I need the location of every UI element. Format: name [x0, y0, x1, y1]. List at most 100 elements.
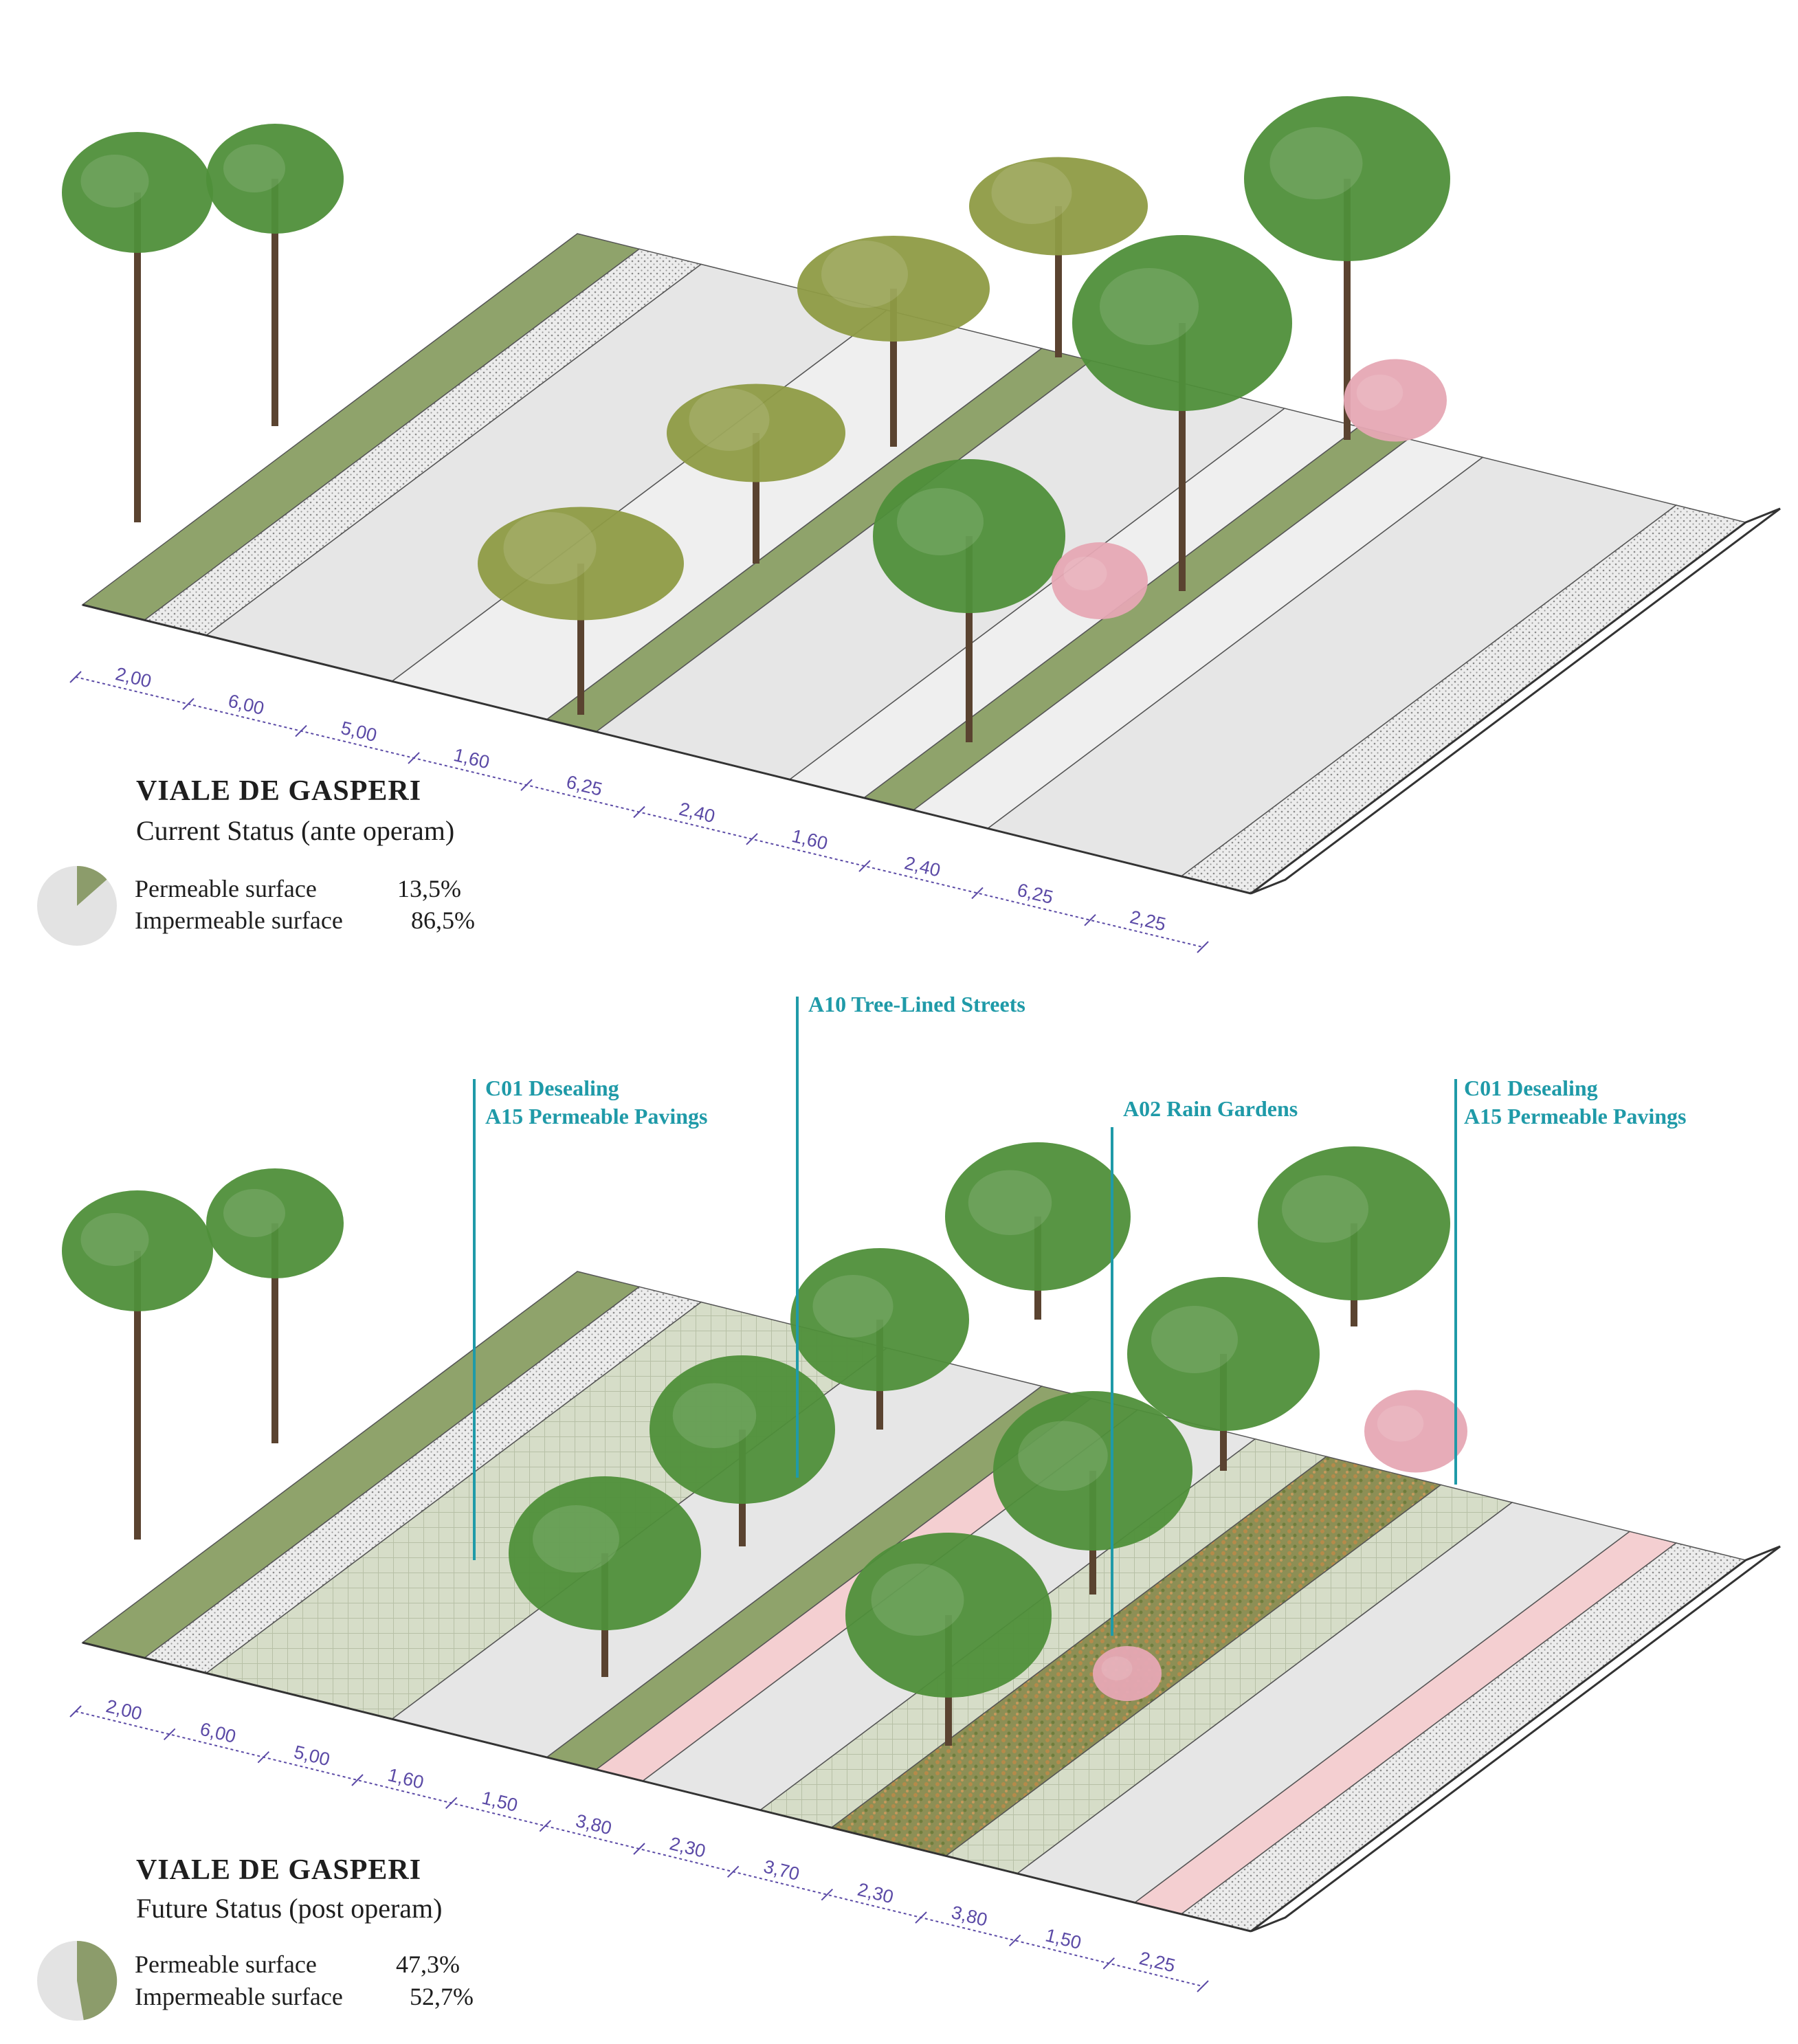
annotation-c01-desealing-right: C01 Desealing	[1464, 1076, 1598, 1100]
tree-crown	[1244, 96, 1450, 261]
tree	[206, 1168, 344, 1443]
tree-crown	[62, 132, 213, 253]
dimension-tick	[539, 1819, 552, 1832]
tree-crown	[1093, 1646, 1162, 1701]
crown-highlight	[991, 162, 1072, 224]
tree-crown	[1364, 1390, 1467, 1473]
annotation-c01-desealing-left: C01 Desealing	[485, 1076, 619, 1100]
tree	[797, 236, 990, 447]
crown-highlight	[1063, 557, 1107, 590]
future-status-panel: A10 Tree-Lined Streets C01 Desealing A15…	[37, 992, 1781, 2021]
annotation-a10-tree-lined-streets: A10 Tree-Lined Streets	[808, 992, 1025, 1017]
tree-crown	[509, 1476, 701, 1630]
crown-highlight	[223, 1189, 285, 1237]
crown-highlight	[1356, 375, 1403, 411]
tree	[667, 384, 845, 564]
flower-shrub	[1364, 1390, 1467, 1473]
future-subtitle: Future Status (post operam)	[136, 1893, 443, 1924]
crown-highlight	[1100, 268, 1199, 345]
tree-crown	[62, 1190, 213, 1311]
dimension-label: 3,70	[762, 1856, 801, 1885]
dimension-tick	[726, 1865, 740, 1878]
current-legend-label-permeable: Permeable surface	[135, 875, 317, 902]
future-legend-value-impermeable: 52,7%	[410, 1983, 474, 2010]
dimension-tick	[408, 752, 420, 764]
crown-highlight	[1377, 1406, 1424, 1442]
crown-highlight	[1101, 1656, 1133, 1680]
current-permeability-pie	[37, 866, 117, 946]
tree	[509, 1476, 701, 1677]
crown-highlight	[80, 155, 149, 208]
trees-future	[62, 1142, 1467, 1746]
tree-trunk	[753, 433, 759, 564]
dimension-tick	[182, 698, 195, 711]
future-legend-value-permeable: 47,3%	[396, 1951, 460, 1978]
trees-current	[62, 96, 1450, 742]
tree-crown	[478, 507, 684, 621]
annotation-leaders	[473, 997, 1457, 1636]
tree-crown	[1258, 1146, 1450, 1300]
tree	[1072, 235, 1292, 591]
tree-crown	[790, 1248, 969, 1391]
dimension-line-current: 2,006,005,001,606,252,401,602,406,252,25	[69, 663, 1209, 953]
tree	[478, 507, 684, 715]
tree-crown	[206, 1168, 344, 1278]
crown-highlight	[223, 144, 285, 192]
crown-highlight	[812, 1275, 894, 1337]
dimension-tick	[163, 1728, 176, 1741]
tree-crown	[1344, 359, 1447, 442]
dimension-tick	[1197, 1980, 1209, 1992]
tree-crown	[206, 124, 344, 234]
crown-highlight	[821, 241, 908, 308]
dimension-tick	[1102, 1957, 1116, 1970]
tree-trunk	[1055, 206, 1062, 357]
tree	[62, 132, 213, 522]
flower-shrub	[1093, 1646, 1162, 1701]
dimension-tick	[915, 1911, 927, 1924]
dimension-tick	[257, 1751, 270, 1764]
dimension-label: 2,25	[1137, 1948, 1177, 1977]
annotation-a15-permeable-pavings-left: A15 Permeable Pavings	[485, 1104, 708, 1129]
tree-trunk	[271, 179, 278, 426]
dimension-tick	[69, 671, 82, 683]
tree-crown	[667, 384, 845, 482]
crown-highlight	[533, 1505, 619, 1573]
future-permeability-pie	[37, 1940, 118, 2021]
dimension-tick	[351, 1774, 364, 1786]
tree-crown	[1052, 542, 1148, 619]
crown-highlight	[689, 388, 770, 451]
tree-crown	[945, 1142, 1131, 1291]
crown-highlight	[1269, 127, 1363, 199]
flower-shrub	[1052, 542, 1148, 619]
tree-crown	[1072, 235, 1292, 411]
tree	[1258, 1146, 1450, 1326]
tree	[1244, 96, 1450, 440]
crown-highlight	[503, 512, 597, 584]
tree	[790, 1248, 969, 1430]
dimension-label: 3,80	[949, 1902, 989, 1931]
tree-crown	[993, 1391, 1192, 1551]
dimension-label: 6,25	[564, 771, 604, 799]
tree-trunk	[577, 564, 584, 715]
crown-highlight	[1151, 1306, 1238, 1373]
current-legend-label-impermeable: Impermeable surface	[135, 907, 343, 934]
tree	[873, 459, 1065, 742]
crown-highlight	[672, 1383, 757, 1448]
dimension-tick	[633, 1843, 645, 1855]
flower-shrub	[1344, 359, 1447, 442]
dimension-tick	[69, 1705, 82, 1718]
tree-crown	[1127, 1277, 1320, 1431]
current-status-panel: 2,006,005,001,606,252,401,602,406,252,25…	[37, 96, 1781, 953]
dimension-tick	[746, 833, 758, 845]
current-title: VIALE DE GASPERI	[136, 775, 421, 807]
dimension-label: 5,00	[292, 1742, 332, 1770]
future-title: VIALE DE GASPERI	[136, 1854, 421, 1886]
tree-trunk	[134, 192, 141, 522]
tree	[206, 124, 344, 426]
pie-permeable-slice	[77, 866, 107, 906]
dimension-tick	[1008, 1934, 1021, 1947]
annotation-a02-rain-gardens: A02 Rain Gardens	[1123, 1096, 1298, 1121]
tree-crown	[845, 1533, 1052, 1698]
tree-trunk	[966, 536, 973, 742]
